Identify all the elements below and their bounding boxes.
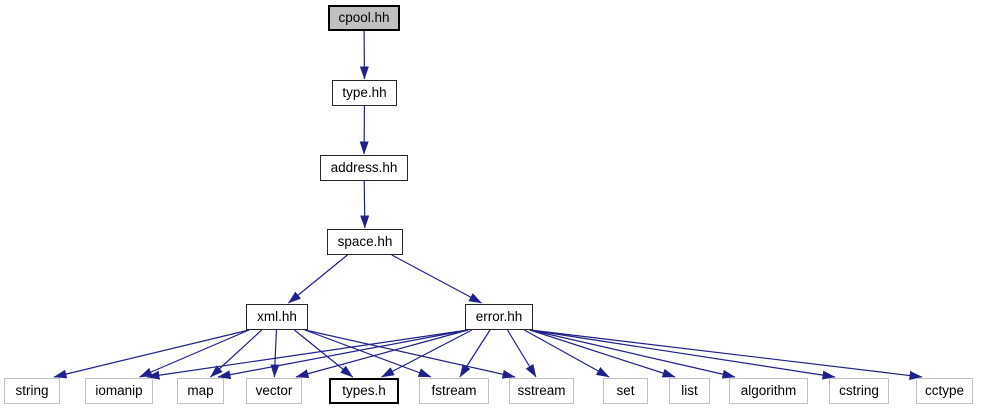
edge-error-hh-to-algorithm	[529, 329, 736, 379]
node-space-hh[interactable]: space.hh	[327, 229, 403, 255]
node-algorithm: algorithm	[729, 378, 808, 404]
node-string: string	[4, 378, 60, 404]
node-types-h[interactable]: types.h	[329, 378, 399, 404]
node-cstring: cstring	[829, 378, 889, 404]
node-vector: vector	[246, 378, 302, 404]
node-cctype: cctype	[916, 378, 973, 404]
edge-error-hh-to-map	[217, 329, 469, 380]
edge-error-hh-to-fstream	[459, 329, 491, 378]
edge-xml-hh-to-sstream	[304, 329, 516, 379]
edge-xml-hh-to-string	[53, 329, 250, 379]
node-fstream: fstream	[419, 378, 489, 404]
edge-error-hh-to-types-h	[381, 329, 473, 378]
edge-error-hh-to-vector	[295, 329, 469, 379]
node-iomanip: iomanip	[85, 378, 153, 404]
node-sstream: sstream	[509, 378, 574, 404]
edge-error-hh-to-set	[524, 329, 610, 378]
edge-error-hh-to-sstream	[506, 329, 537, 378]
edge-xml-hh-to-vector	[270, 329, 280, 378]
edge-error-hh-to-cctype	[529, 329, 923, 380]
node-address-hh[interactable]: address.hh	[320, 155, 408, 181]
edge-space-hh-to-error-hh	[391, 254, 483, 304]
edge-xml-hh-to-types-h	[294, 329, 354, 378]
node-map: map	[177, 378, 224, 404]
edge-address-hh-to-space-hh	[360, 180, 370, 229]
edge-xml-hh-to-iomanip	[139, 329, 250, 378]
edge-space-hh-to-xml-hh	[288, 254, 348, 304]
node-set: set	[603, 378, 648, 404]
edge-error-hh-to-iomanip	[146, 329, 469, 380]
node-type-hh[interactable]: type.hh	[332, 80, 397, 106]
edge-error-hh-to-list	[529, 329, 676, 378]
edge-xml-hh-to-fstream	[304, 329, 432, 378]
node-list: list	[669, 378, 710, 404]
node-error-hh[interactable]: error.hh	[465, 304, 533, 330]
node-xml-hh[interactable]: xml.hh	[246, 304, 308, 330]
edge-xml-hh-to-map	[210, 329, 263, 378]
node-cpool-hh: cpool.hh	[328, 5, 400, 31]
edge-error-hh-to-cstring	[529, 329, 836, 380]
